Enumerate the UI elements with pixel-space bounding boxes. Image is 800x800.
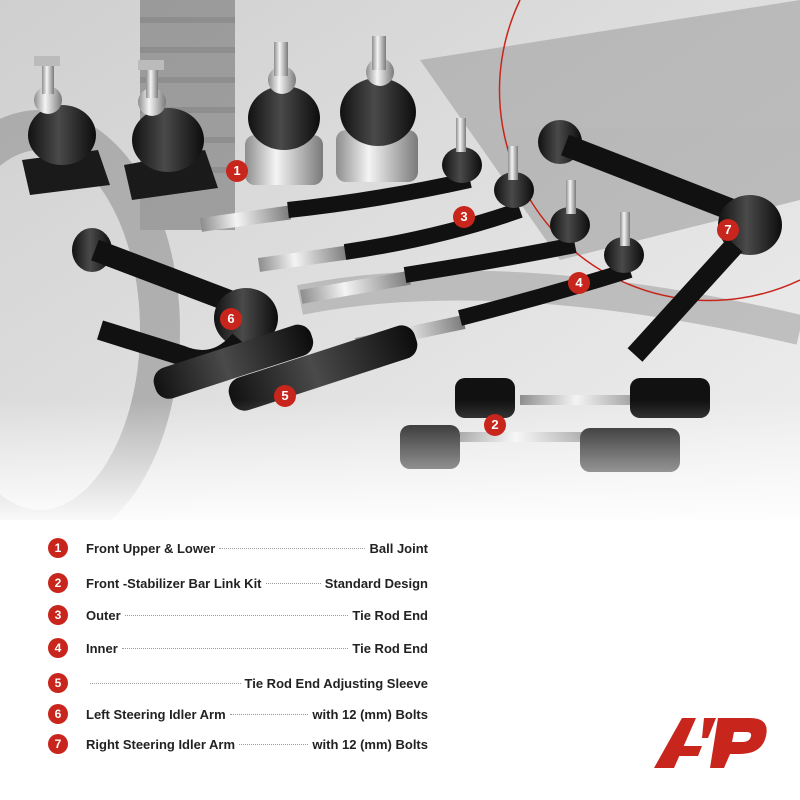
outer-tie-rod-2 [258, 146, 534, 272]
leader-dots [121, 647, 349, 649]
ball-joints [22, 36, 418, 200]
legend-row: 7 Right Steering Idler Arm with 12 (mm) … [48, 732, 428, 756]
legend-part-name: Left Steering Idler Arm [86, 706, 226, 722]
leader-dots [90, 682, 241, 684]
legend-row: 6 Left Steering Idler Arm with 12 (mm) B… [48, 702, 428, 726]
leader-dots [219, 547, 366, 549]
callout-1: 1 [226, 160, 248, 182]
legend-part-type: Ball Joint [369, 540, 428, 556]
idler-arm-right [538, 120, 782, 362]
legend-part-type: Tie Rod End [352, 607, 428, 623]
legend-part-name: Outer [86, 607, 121, 623]
callout-3: 3 [453, 206, 475, 228]
ball-joint-press-left [245, 42, 323, 185]
legend-part-type: Tie Rod End Adjusting Sleeve [244, 675, 428, 691]
legend-row: 4 Inner Tie Rod End [48, 636, 428, 660]
callout-5: 5 [274, 385, 296, 407]
product-photo [0, 0, 800, 520]
legend-number: 7 [48, 734, 68, 754]
photo-fade [0, 400, 800, 530]
legend-part-name: Right Steering Idler Arm [86, 736, 236, 752]
ball-joint-flange-left [22, 56, 110, 195]
callout-7: 7 [717, 219, 739, 241]
legend-number: 6 [48, 704, 68, 724]
legend-part-type: Tie Rod End [352, 640, 428, 656]
leader-dots [265, 582, 321, 584]
legend-part-name: Inner [86, 640, 118, 656]
leader-dots [229, 713, 309, 715]
callout-2: 2 [484, 414, 506, 436]
callout-4: 4 [568, 272, 590, 294]
brand-logo [654, 718, 767, 768]
legend-part-type: with 12 (mm) Bolts [312, 706, 428, 722]
legend-row: 2 Front -Stabilizer Bar Link Kit Standar… [48, 571, 428, 595]
tie-rod-ends [200, 118, 644, 352]
legend-number: 4 [48, 638, 68, 658]
legend-number: 5 [48, 673, 68, 693]
ball-joint-press-right [336, 36, 418, 182]
legend-part-name: Front Upper & Lower [86, 540, 216, 556]
outer-tie-rod-1 [200, 118, 482, 232]
legend-row: 5 Tie Rod End Adjusting Sleeve [48, 671, 428, 695]
inner-tie-rod-1 [300, 180, 590, 304]
legend-row: 1 Front Upper & Lower Ball Joint [48, 536, 428, 560]
legend-part-type: with 12 (mm) Bolts [312, 736, 428, 752]
legend-number: 1 [48, 538, 68, 558]
legend-part-type: Standard Design [324, 575, 428, 591]
ball-joint-flange-right [124, 60, 218, 200]
legend-number: 2 [48, 573, 68, 593]
leader-dots [124, 614, 349, 616]
legend-part-name: Front -Stabilizer Bar Link Kit [86, 575, 262, 591]
callout-6: 6 [220, 308, 242, 330]
leader-dots [239, 743, 309, 745]
legend-row: 3 Outer Tie Rod End [48, 603, 428, 627]
legend-number: 3 [48, 605, 68, 625]
